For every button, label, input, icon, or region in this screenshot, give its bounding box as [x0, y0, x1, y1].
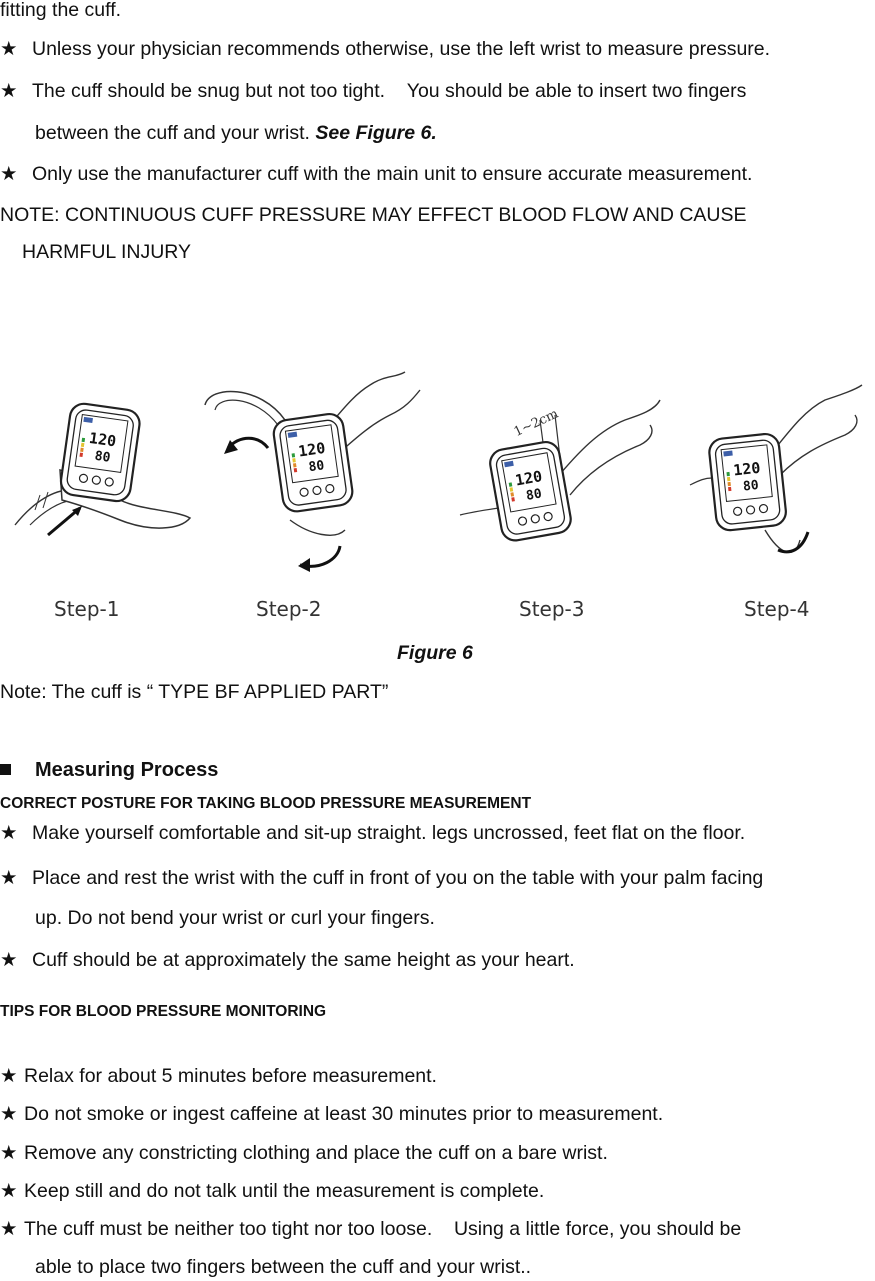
bullet-text: Make yourself comfortable and sit-up str…: [32, 822, 746, 844]
bullet-text: Only use the manufacturer cuff with the …: [32, 163, 753, 185]
figure-caption: Figure 6: [397, 642, 473, 664]
step3-dia-value: 80: [525, 486, 543, 504]
star-icon: ★: [0, 822, 18, 844]
step-4-label: Step-4: [744, 597, 809, 621]
tip-text: The cuff must be neither too tight nor t…: [24, 1218, 742, 1240]
step1-sys-value: 120: [88, 429, 117, 451]
bullet-left-wrist: ★ Unless your physician recommends otherw…: [0, 38, 771, 60]
square-bullet-icon: [0, 764, 11, 775]
bullet-cuff-snug: ★ The cuff should be snug but not too tig…: [0, 80, 747, 102]
wrist-cuff-figure: 120 80 120 80 1~2cm 120 80: [14, 371, 863, 621]
step-3-illustration: 1~2cm 120 80: [459, 399, 661, 544]
step-1-illustration: 120 80: [14, 400, 192, 537]
warning-note-line1: NOTE: CONTINUOUS CUFF PRESSURE MAY EFFEC…: [0, 204, 747, 226]
bullet-heart-height: ★ Cuff should be at approximately the sam…: [0, 949, 575, 971]
star-icon: ★: [0, 1103, 18, 1125]
figure-reference: See Figure 6.: [315, 122, 437, 144]
bullet-text: Cuff should be at approximately the same…: [32, 949, 575, 971]
star-icon: ★: [0, 1142, 18, 1164]
bullet-rest-wrist: ★ Place and rest the wrist with the cuff …: [0, 867, 764, 889]
tip-keep-still: ★ Keep still and do not talk until the me…: [0, 1180, 545, 1202]
step-1-label: Step-1: [54, 597, 119, 621]
section-heading-measuring: Measuring Process: [0, 760, 218, 780]
step-3-label: Step-3: [519, 597, 584, 621]
star-icon: ★: [0, 1180, 18, 1202]
cuff-type-note: Note: The cuff is “ TYPE BF APPLIED PART…: [0, 681, 389, 703]
bullet-text: The cuff should be snug but not too tigh…: [32, 80, 747, 102]
step-2-illustration: 120 80: [204, 371, 421, 572]
tip-cuff-fit: ★ The cuff must be neither too tight nor …: [0, 1218, 742, 1240]
bullet-comfortable: ★ Make yourself comfortable and sit-up st…: [0, 822, 746, 844]
tip-bare-wrist: ★ Remove any constricting clothing and pl…: [0, 1142, 608, 1164]
step2-sys-value: 120: [297, 439, 326, 461]
star-icon: ★: [0, 867, 18, 889]
warning-note-line2: HARMFUL INJURY: [22, 241, 192, 263]
step3-sys-value: 120: [514, 467, 544, 489]
subheading-posture: CORRECT POSTURE FOR TAKING BLOOD PRESSUR…: [0, 795, 532, 812]
star-icon: ★: [0, 1065, 18, 1087]
star-icon: ★: [0, 949, 18, 971]
step-4-illustration: 120 80: [689, 384, 863, 554]
bullet-text: Unless your physician recommends otherwi…: [32, 38, 771, 60]
tip-text: Keep still and do not talk until the mea…: [24, 1180, 545, 1202]
step1-dia-value: 80: [94, 449, 112, 466]
tip-text: Do not smoke or ingest caffeine at least…: [24, 1103, 664, 1125]
section-heading-text: Measuring Process: [35, 759, 219, 781]
star-icon: ★: [0, 163, 18, 185]
star-icon: ★: [0, 38, 18, 60]
bullet-manufacturer-cuff: ★ Only use the manufacturer cuff with the…: [0, 163, 753, 185]
tip-cuff-fit-cont: able to place two fingers between the cu…: [35, 1256, 532, 1278]
step-2-label: Step-2: [256, 597, 321, 621]
step4-sys-value: 120: [732, 459, 761, 480]
tip-relax: ★ Relax for about 5 minutes before measur…: [0, 1065, 437, 1087]
intro-fragment: fitting the cuff.: [0, 0, 122, 21]
bullet-rest-wrist-cont: up. Do not bend your wrist or curl your …: [35, 907, 435, 929]
tip-no-smoke: ★ Do not smoke or ingest caffeine at leas…: [0, 1103, 664, 1125]
star-icon: ★: [0, 80, 18, 102]
step2-dia-value: 80: [308, 458, 326, 475]
subheading-tips: TIPS FOR BLOOD PRESSURE MONITORING: [0, 1003, 327, 1020]
tip-text: Relax for about 5 minutes before measure…: [24, 1065, 437, 1087]
star-icon: ★: [0, 1218, 18, 1240]
bullet-text: between the cuff and your wrist.: [35, 122, 316, 144]
tip-text: Remove any constricting clothing and pla…: [24, 1142, 608, 1164]
bullet-text: Place and rest the wrist with the cuff i…: [32, 867, 764, 889]
bullet-cuff-snug-cont: between the cuff and your wrist. See Fig…: [35, 122, 437, 144]
step4-dia-value: 80: [742, 478, 759, 495]
measure-distance-label: 1~2cm: [512, 406, 561, 439]
